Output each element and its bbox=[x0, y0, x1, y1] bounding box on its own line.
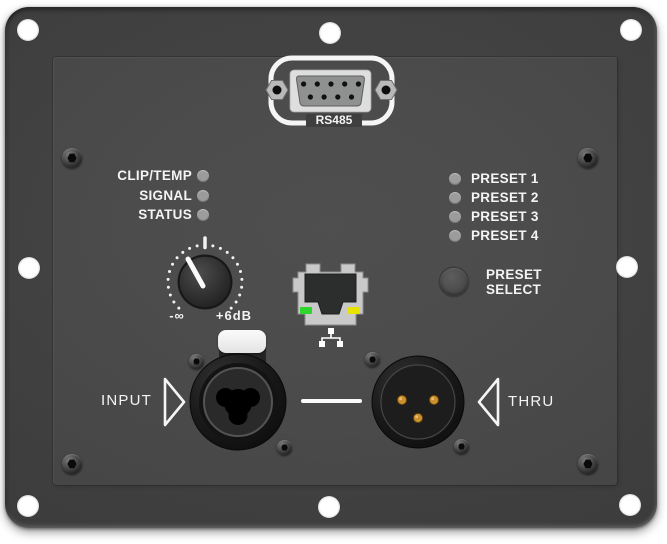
combo-jack-cutout bbox=[216, 388, 260, 425]
flange-screw-icon bbox=[454, 439, 469, 454]
status-led bbox=[197, 209, 209, 221]
knob-pointer bbox=[185, 256, 206, 289]
clip-temp-led bbox=[197, 170, 209, 182]
preset-1-led bbox=[449, 173, 461, 185]
rs485-label: RS485 bbox=[306, 114, 362, 127]
mounting-hole bbox=[318, 496, 340, 518]
preset-select-button[interactable] bbox=[440, 268, 468, 296]
preset-3-led bbox=[449, 211, 461, 223]
mounting-hole bbox=[17, 495, 39, 517]
preset-4-led bbox=[449, 230, 461, 242]
status-led-label-signal: SIGNAL bbox=[139, 188, 192, 203]
preset-2-label: PRESET 2 bbox=[471, 190, 539, 205]
thru-arrow-icon bbox=[477, 377, 500, 427]
mounting-hole bbox=[17, 19, 39, 41]
mounting-hole bbox=[18, 257, 40, 279]
link-led-yellow bbox=[348, 307, 360, 314]
db9-nut bbox=[265, 80, 289, 100]
preset-4-label: PRESET 4 bbox=[471, 228, 539, 243]
mounting-hole bbox=[620, 19, 642, 41]
preset-3-label: PRESET 3 bbox=[471, 209, 539, 224]
hex-screw-icon bbox=[62, 454, 82, 474]
status-led-label-status: STATUS bbox=[138, 207, 192, 222]
db9-nut bbox=[374, 80, 398, 100]
input-arrow-icon bbox=[163, 377, 186, 427]
rj45-port[interactable] bbox=[292, 261, 369, 329]
connector-link-line bbox=[301, 399, 362, 403]
hex-screw-icon bbox=[62, 148, 82, 168]
thru-xlr-jack[interactable] bbox=[371, 355, 465, 449]
flange-screw-icon bbox=[189, 354, 204, 369]
rs485-db9-port[interactable] bbox=[265, 52, 398, 132]
input-label: INPUT bbox=[101, 392, 152, 409]
preset-select-label: PRESET SELECT bbox=[486, 267, 542, 297]
preset-select-label-line2: SELECT bbox=[486, 281, 542, 297]
mounting-hole bbox=[616, 256, 638, 278]
knob-max-label: +6dB bbox=[215, 308, 253, 323]
hex-screw-icon bbox=[578, 454, 598, 474]
preset-2-led bbox=[449, 192, 461, 204]
knob-min-label: -∞ bbox=[169, 308, 185, 323]
mounting-hole bbox=[319, 22, 341, 44]
input-combo-jack[interactable] bbox=[186, 350, 290, 454]
signal-led bbox=[197, 190, 209, 202]
xlr-release-latch[interactable] bbox=[218, 330, 266, 353]
mounting-hole bbox=[619, 494, 641, 516]
ethernet-icon bbox=[319, 328, 343, 347]
xlr-pins bbox=[396, 394, 440, 424]
flange-screw-icon bbox=[365, 352, 380, 367]
preset-select-label-line1: PRESET bbox=[486, 267, 542, 282]
preset-1-label: PRESET 1 bbox=[471, 171, 539, 186]
flange-screw-icon bbox=[277, 440, 292, 455]
hex-screw-icon bbox=[578, 148, 598, 168]
gain-knob[interactable] bbox=[145, 222, 265, 342]
status-led-label-clip-temp: CLIP/TEMP bbox=[117, 168, 192, 183]
db9-pins bbox=[301, 81, 361, 100]
thru-label: THRU bbox=[508, 393, 555, 410]
link-led-green bbox=[300, 307, 312, 314]
module-face bbox=[53, 57, 617, 485]
